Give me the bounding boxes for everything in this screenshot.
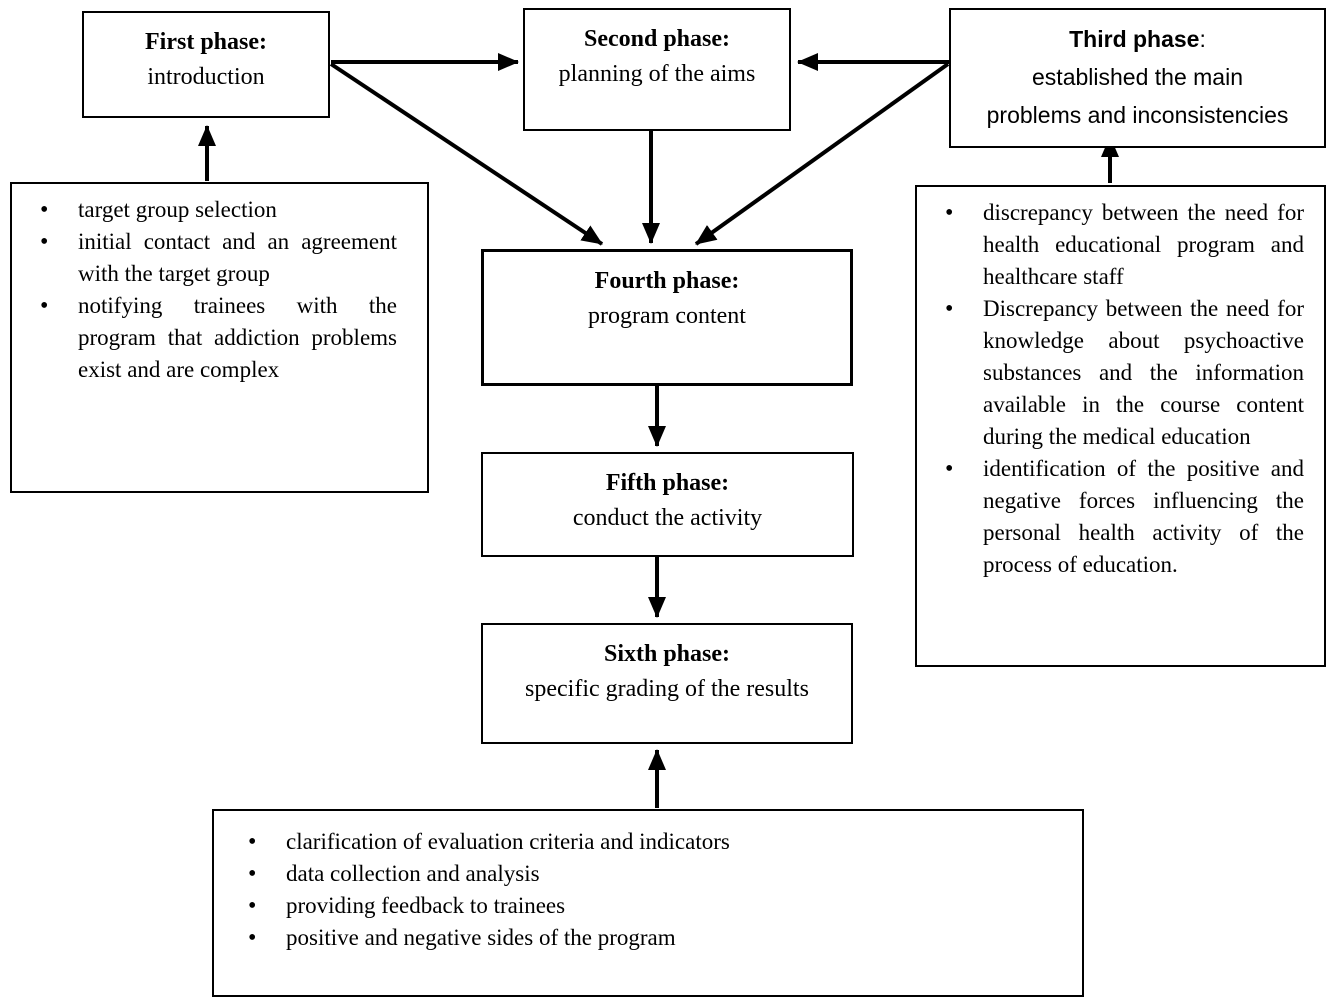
phase-third-title-bold: Third phase: [1069, 26, 1200, 52]
phase-box-sixth: Sixth phase: specific grading of the res…: [481, 623, 853, 744]
phase-fourth-title: Fourth phase:: [594, 268, 740, 294]
list-item: initial contact and an agreement with th…: [12, 226, 397, 290]
list-item: providing feedback to trainees: [214, 890, 1082, 922]
phase-sixth-subtitle: specific grading of the results: [525, 676, 809, 702]
phase-third-title-colon: :: [1199, 26, 1206, 52]
right-notes-box: discrepancy between the need for health …: [915, 185, 1326, 667]
list-item: positive and negative sides of the progr…: [214, 922, 1082, 954]
phase-box-fifth: Fifth phase: conduct the activity: [481, 452, 854, 557]
phase-second-subtitle: planning of the aims: [558, 61, 756, 87]
phase-box-first: First phase: introduction: [82, 11, 330, 118]
bottom-notes-box: clarification of evaluation criteria and…: [212, 809, 1084, 997]
list-item: clarification of evaluation criteria and…: [214, 826, 1082, 858]
bottom-notes-list: clarification of evaluation criteria and…: [214, 826, 1082, 954]
phase-fifth-subtitle: conduct the activity: [572, 505, 763, 531]
list-item: identification of the positive and negat…: [917, 453, 1304, 581]
phase-third-title: Third phase:: [951, 20, 1324, 58]
phase-third-line1: established the main: [1032, 64, 1243, 90]
list-item: target group selection: [12, 194, 397, 226]
list-item: Discrepancy between the need for knowled…: [917, 293, 1304, 453]
phase-box-second: Second phase: planning of the aims: [523, 8, 791, 131]
phase-first-subtitle: introduction: [147, 64, 265, 90]
phase-first-title: First phase:: [145, 29, 267, 55]
phase-second-title: Second phase:: [583, 26, 731, 52]
left-notes-list: target group selection initial contact a…: [12, 194, 397, 386]
phase-third-line2: problems and inconsistencies: [986, 102, 1289, 128]
phase-box-fourth: Fourth phase: program content: [481, 249, 853, 386]
phase-fifth-title: Fifth phase:: [605, 470, 730, 496]
phase-fourth-subtitle: program content: [588, 303, 746, 329]
phase-sixth-title: Sixth phase:: [603, 641, 731, 667]
list-item: discrepancy between the need for health …: [917, 197, 1304, 293]
phase-box-third: Third phase: established the main proble…: [949, 8, 1326, 148]
left-notes-box: target group selection initial contact a…: [10, 182, 429, 493]
list-item: data collection and analysis: [214, 858, 1082, 890]
list-item: notifying trainees with the program that…: [12, 290, 397, 386]
right-notes-list: discrepancy between the need for health …: [917, 197, 1304, 581]
